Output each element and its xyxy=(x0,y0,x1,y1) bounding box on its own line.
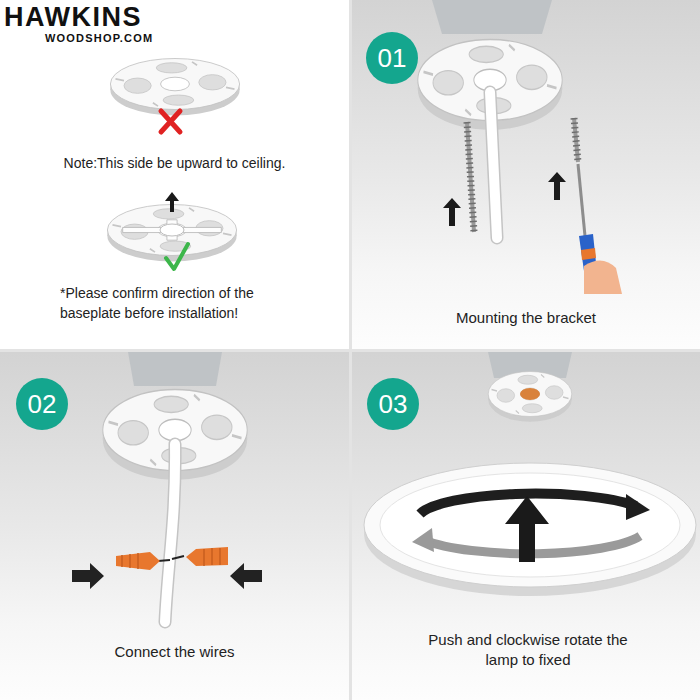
bracket-mounting-figure xyxy=(432,0,552,34)
correct-side-baseplate xyxy=(107,205,236,262)
bracket-mounting-figure xyxy=(418,0,622,294)
step-caption: Mounting the bracket xyxy=(352,309,700,327)
wrong-mark xyxy=(161,111,180,132)
bracket-mounting-figure xyxy=(490,92,497,238)
step-panel: Connect the wires 02 xyxy=(0,352,349,700)
lamp-rotation-figure xyxy=(505,496,549,562)
lamp-rotation-figure xyxy=(520,388,540,400)
correct-mark xyxy=(166,244,188,269)
lamp-rotation-figure xyxy=(626,494,650,520)
wire-connection-figure xyxy=(158,556,184,561)
wire-connection-figure xyxy=(165,444,175,622)
correct-side-baseplate xyxy=(123,220,222,240)
bracket-mounting-figure xyxy=(578,164,585,236)
bracket-mounting-figure xyxy=(574,118,578,162)
bracket-mounting-figure xyxy=(490,92,497,238)
up-arrow xyxy=(165,192,179,212)
bracket-mounting-figure xyxy=(467,122,474,232)
lamp-rotation-figure xyxy=(380,473,680,577)
step-caption: Connect the wires xyxy=(0,643,349,661)
correct-mark xyxy=(166,244,188,269)
text-slot: Mounting the bracket xyxy=(352,309,700,327)
brand-watermark: WOODSHOP.COM xyxy=(45,33,153,44)
bracket-mounting-figure xyxy=(581,248,596,260)
bracket-mounting-figure xyxy=(574,118,578,162)
bracket-mounting-figure xyxy=(584,260,622,294)
step-number: 03 xyxy=(379,391,408,417)
bracket-mounting-figure xyxy=(443,198,461,226)
note-panel: Note:This side be upward to ceiling. *Ple… xyxy=(0,0,349,349)
wire-connection-figure xyxy=(230,563,262,589)
step-number-badge: 01 xyxy=(366,32,418,84)
step-caption: Push and clockwise rotate the lamp to fi… xyxy=(423,630,633,670)
step-number-badge: 03 xyxy=(367,378,419,430)
brand-watermark: HAWKINS xyxy=(4,4,142,31)
up-arrow xyxy=(165,192,179,212)
correct-side-baseplate xyxy=(107,205,236,262)
note-text: *Please confirm direction of the basepla… xyxy=(60,283,270,323)
text-slot: *Please confirm direction of the basepla… xyxy=(60,283,270,323)
step-number-badge: 02 xyxy=(16,378,68,430)
panel-grounds xyxy=(352,0,700,349)
text-slot: Push and clockwise rotate the lamp to fi… xyxy=(423,630,633,670)
wire-connection-figure xyxy=(116,552,160,570)
wire-connection-figure xyxy=(128,352,222,386)
wrong-side-baseplate xyxy=(110,59,239,116)
wire-connection-figure xyxy=(72,563,104,589)
lamp-rotation-figure xyxy=(412,528,434,552)
lamp-rotation-figure xyxy=(364,463,696,587)
lamp-rotation-figure xyxy=(364,352,696,596)
wire-connection-figure xyxy=(186,547,228,566)
step-number: 01 xyxy=(378,45,407,71)
wire-connection-figure xyxy=(204,548,220,566)
panel-grounds xyxy=(0,352,349,700)
correct-side-baseplate xyxy=(160,224,184,236)
text-slot: Connect the wires xyxy=(0,643,349,661)
step-panel: Push and clockwise rotate the lamp to fi… xyxy=(352,352,700,700)
wire-connection-figure xyxy=(165,444,175,622)
lamp-rotation-figure xyxy=(488,372,572,422)
bracket-mounting-figure xyxy=(467,122,474,232)
wire-connection-figure xyxy=(122,553,138,569)
wire-connection-figure xyxy=(72,352,262,622)
bracket-mounting-figure xyxy=(548,172,566,200)
wrong-side-baseplate xyxy=(110,59,239,116)
step-panel: Mounting the bracket 01 xyxy=(352,0,700,349)
panel-grounds xyxy=(352,352,700,700)
panel-grounds xyxy=(0,0,349,349)
wrong-mark xyxy=(161,111,180,132)
text-slot: Note:This side be upward to ceiling. xyxy=(0,154,349,172)
note-text: Note:This side be upward to ceiling. xyxy=(0,154,349,172)
step-number: 02 xyxy=(28,391,57,417)
